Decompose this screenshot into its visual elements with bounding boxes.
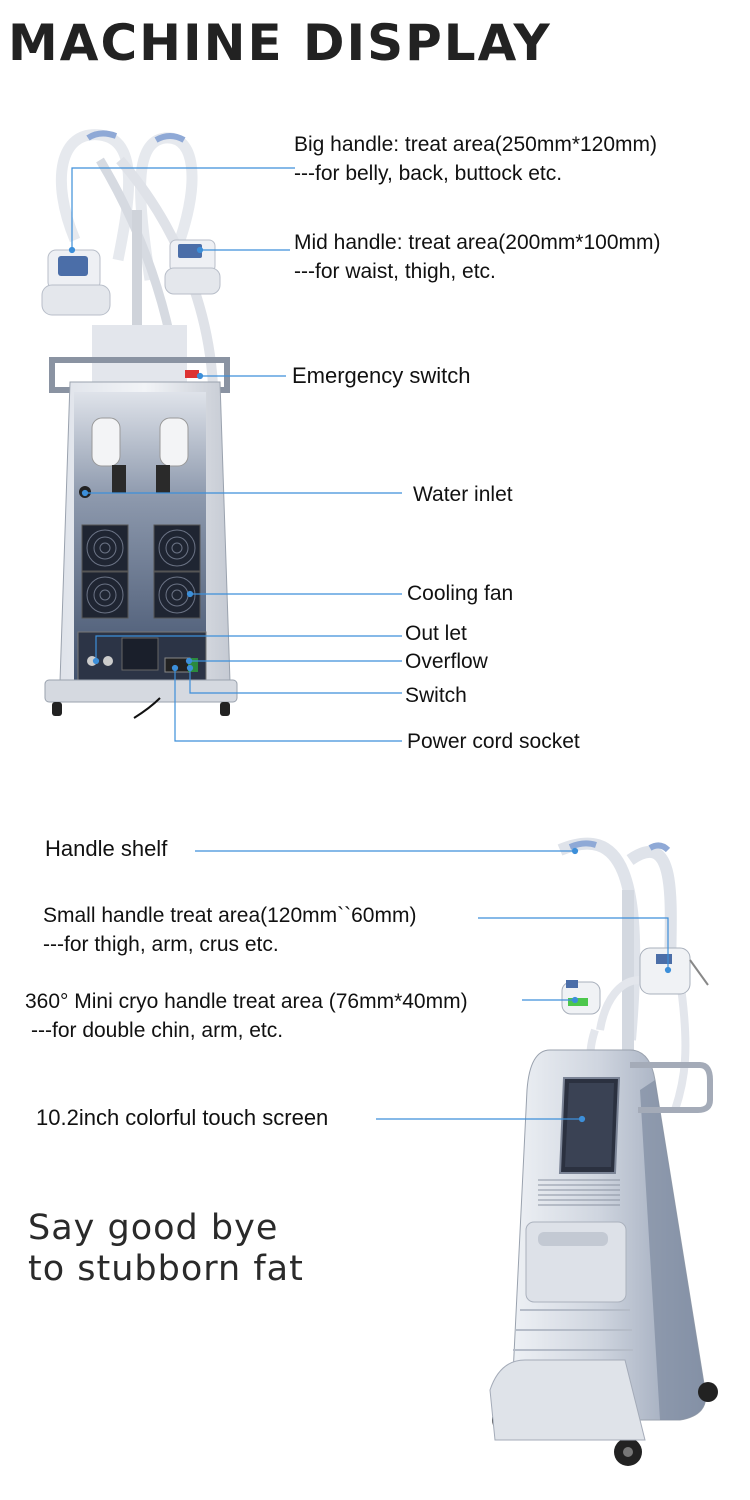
label-big-handle: Big handle: treat area(250mm*120mm) ---f… xyxy=(294,130,657,188)
label-touch-screen: 10.2inch colorful touch screen xyxy=(36,1103,328,1132)
slogan: Say good bye to stubborn fat xyxy=(28,1208,304,1290)
label-line: Switch xyxy=(405,684,467,707)
label-emergency-switch: Emergency switch xyxy=(292,361,471,390)
label-handle-shelf: Handle shelf xyxy=(45,834,167,863)
label-water-inlet: Water inlet xyxy=(413,480,513,509)
label-power-cord-socket: Power cord socket xyxy=(407,727,580,756)
label-mini-cryo-handle: 360° Mini cryo handle treat area (76mm*4… xyxy=(25,987,468,1045)
label-small-handle: Small handle treat area(120mm``60mm) ---… xyxy=(43,901,416,959)
slogan-line: Say good bye xyxy=(28,1208,279,1248)
label-line: 10.2inch colorful touch screen xyxy=(36,1105,329,1130)
label-switch: Switch xyxy=(405,681,467,710)
label-line: Big handle: treat area(250mm*120mm) xyxy=(294,133,658,156)
label-line: ---for waist, thigh, etc. xyxy=(294,260,496,283)
label-line: 360° Mini cryo handle treat area (76mm*4… xyxy=(25,990,468,1013)
label-line: Out let xyxy=(405,622,467,645)
machine-side-view-image xyxy=(489,837,718,1466)
slogan-line: to stubborn fat xyxy=(28,1249,304,1289)
page-title: MACHINE DISPLAY xyxy=(8,14,552,72)
label-line: Mid handle: treat area(200mm*100mm) xyxy=(294,231,661,254)
label-line: Small handle treat area(120mm``60mm) xyxy=(43,904,417,927)
label-line: Emergency switch xyxy=(292,363,471,388)
machine-back-view-image xyxy=(41,129,238,719)
label-line: Handle shelf xyxy=(45,836,168,861)
label-cooling-fan: Cooling fan xyxy=(407,579,513,608)
label-line: ---for double chin, arm, etc. xyxy=(31,1019,284,1042)
label-line: Power cord socket xyxy=(407,730,580,753)
label-overflow: Overflow xyxy=(405,647,488,676)
label-line: ---for thigh, arm, crus etc. xyxy=(43,933,279,956)
label-out-let: Out let xyxy=(405,619,467,648)
label-mid-handle: Mid handle: treat area(200mm*100mm) ---f… xyxy=(294,228,661,286)
label-line: ---for belly, back, buttock etc. xyxy=(294,162,563,185)
label-line: Overflow xyxy=(405,650,488,673)
label-line: Water inlet xyxy=(413,483,513,506)
label-line: Cooling fan xyxy=(407,582,514,605)
